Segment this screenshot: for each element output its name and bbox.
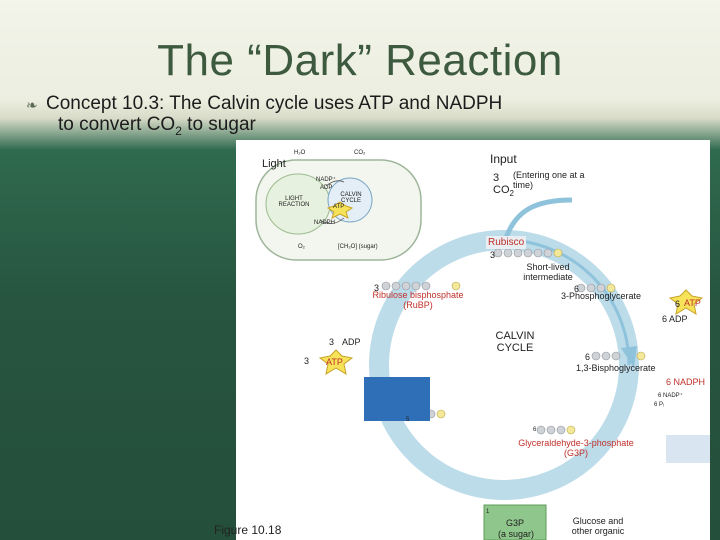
n3-atp: 3 bbox=[304, 356, 310, 366]
n6-atp: 6 bbox=[675, 299, 681, 309]
overview-h2o: H₂O bbox=[294, 150, 306, 156]
overview-light-reaction: LIGHT REACTION bbox=[278, 196, 310, 208]
phosphate-groups bbox=[436, 248, 646, 520]
overview-atp: ATP bbox=[333, 204, 345, 210]
blue-box-right bbox=[666, 435, 710, 463]
nadph-6: 6 NADPH bbox=[666, 377, 706, 387]
pga-label: 3-Phosphoglycerate bbox=[561, 291, 642, 301]
cycle-arrowhead bbox=[621, 346, 637, 368]
input-label: Input bbox=[490, 152, 517, 166]
output-sugar: (a sugar) bbox=[498, 529, 535, 539]
overview-nadp: NADP⁺ bbox=[316, 177, 336, 183]
overview-light: Light bbox=[262, 158, 286, 170]
adp-left: ADP bbox=[342, 337, 361, 347]
n6-bpg: 6 bbox=[585, 352, 591, 362]
calvin-cycle-label: CALVIN CYCLE bbox=[495, 330, 535, 354]
n6-g3p: 6 bbox=[533, 427, 537, 433]
n3-adp: 3 bbox=[329, 337, 335, 347]
figure-caption: Figure 10.18 bbox=[214, 523, 282, 537]
nadp-6: 6 NADP⁺ bbox=[658, 393, 683, 399]
input-number: 3 bbox=[493, 172, 500, 184]
input-arrow bbox=[503, 197, 573, 239]
output-g3p-box bbox=[483, 504, 547, 540]
overview-calvin-cycle: CALVIN CYCLE bbox=[340, 192, 362, 204]
atp-starburst-right bbox=[668, 289, 704, 316]
overview-o2: O₂ bbox=[298, 244, 305, 250]
input-co2: CO2 bbox=[493, 184, 514, 199]
concept-line-1: Concept 10.3: The Calvin cycle uses ATP … bbox=[46, 93, 503, 114]
rubp-label: Ribulose bisphosphate (RuBP) bbox=[372, 290, 464, 310]
overview-nadph: NADPH bbox=[314, 220, 336, 226]
output-n1: 1 bbox=[486, 509, 490, 515]
overview-arrow-1 bbox=[325, 180, 345, 187]
atp-left: ATP bbox=[326, 357, 343, 367]
n3-intermediate: 3 bbox=[490, 250, 496, 260]
short-lived-intermediate: Short-lived intermediate bbox=[523, 262, 573, 282]
atp-starburst-left bbox=[318, 349, 354, 376]
overview-co2: CO₂ bbox=[354, 150, 366, 156]
overview-sugar: [CH₂O] (sugar) bbox=[338, 244, 378, 250]
g3p-label: Glyceraldehyde-3-phosphate (G3P) bbox=[518, 438, 634, 458]
adp-6: 6 ADP bbox=[662, 314, 688, 324]
atp-starburst-overview bbox=[326, 201, 354, 219]
n5-label: 5 bbox=[406, 417, 410, 423]
n6-pga: 6 bbox=[574, 284, 580, 294]
concept-line-2: to convert CO2 to sugar bbox=[58, 114, 256, 138]
bpg-label: 1,3-Bisphoglycerate bbox=[576, 363, 656, 373]
cycle-arrow-top bbox=[503, 238, 631, 366]
overview-adp: ADP bbox=[320, 185, 333, 191]
concept-text: ❧ Concept 10.3: The Calvin cycle uses AT… bbox=[26, 93, 503, 142]
calvin-cycle-figure: Light H₂O CO₂ NADP⁺ ADP LIGHT REACTION C… bbox=[214, 140, 710, 540]
rubisco-label: Rubisco bbox=[486, 236, 527, 249]
bullet-icon: ❧ bbox=[26, 97, 38, 113]
pi-6: 6 Pᵢ bbox=[654, 402, 664, 408]
atp-right: ATP bbox=[684, 298, 701, 308]
glucose-text: Glucose and other organic bbox=[571, 516, 625, 536]
blue-box-left bbox=[364, 377, 430, 421]
overview-arrow-2 bbox=[319, 217, 345, 224]
entering-text: (Entering one at a time) bbox=[513, 170, 585, 190]
output-g3p: G3P bbox=[506, 518, 525, 528]
slide-title: The “Dark” Reaction bbox=[157, 36, 563, 85]
n3-rubp: 3 bbox=[374, 283, 380, 293]
